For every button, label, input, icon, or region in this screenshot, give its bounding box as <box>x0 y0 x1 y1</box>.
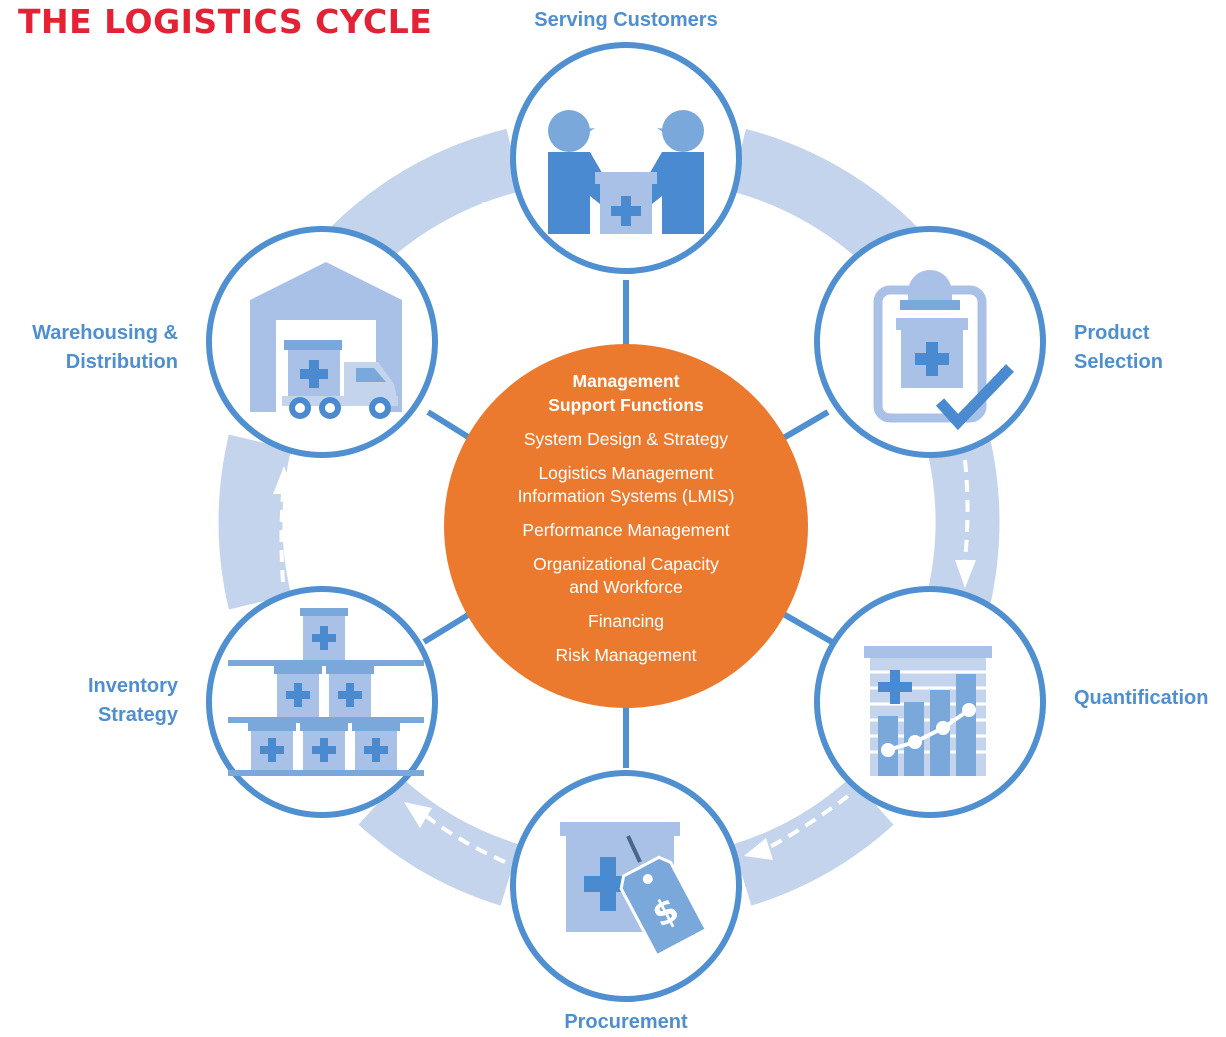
flow-arrow-1 <box>741 195 824 250</box>
node-serving-customers <box>510 42 742 274</box>
function-risk-management: Risk Management <box>555 645 697 665</box>
ring-arc-inventory-to-warehousing <box>218 434 292 610</box>
stage-label-inventory-strategy: Inventory Strategy <box>20 672 178 730</box>
heading-line-1: Management <box>572 371 680 391</box>
warehouse-truck-icon <box>250 262 402 419</box>
inventory-strategy-line-1: Inventory <box>87 675 178 697</box>
ring-arc-quantification-to-procurement <box>732 776 894 906</box>
stacked-boxes-icon <box>228 608 424 776</box>
stage-label-product-selection: Product Selection <box>1074 319 1163 377</box>
function-performance-management: Performance Management <box>522 520 730 540</box>
management-support-text: Management Support Functions System Desi… <box>470 369 782 667</box>
warehousing-line-1: Warehousing & <box>32 322 178 344</box>
inventory-strategy-line-2: Strategy <box>97 704 178 726</box>
ring-arc-warehousing-to-serving <box>330 128 522 274</box>
people-exchanging-box-icon <box>548 110 704 234</box>
product-selection-line-1: Product <box>1074 322 1150 344</box>
heading-line-2: Support Functions <box>548 395 704 415</box>
node-procurement: $ <box>510 770 742 1002</box>
stage-label-warehousing-distribution: Warehousing & Distribution <box>0 319 178 377</box>
clipboard-checkmark-icon <box>873 270 1014 431</box>
flow-arrowheads <box>273 202 976 860</box>
node-inventory-strategy <box>206 586 438 818</box>
ring-arc-procurement-to-inventory <box>358 776 520 906</box>
function-financing: Financing <box>588 611 664 631</box>
flow-arrow-2 <box>963 459 970 561</box>
bar-chart-icon <box>864 646 992 776</box>
procurement-text: Procurement <box>564 1011 688 1033</box>
quantification-text: Quantification <box>1074 687 1209 709</box>
product-selection-line-2: Selection <box>1074 351 1163 373</box>
lmis-line-1: Logistics Management <box>538 463 714 483</box>
stage-label-serving-customers: Serving Customers <box>470 6 782 35</box>
management-support-heading: Management Support Functions <box>470 369 782 417</box>
flow-arrow-3 <box>767 794 850 850</box>
flow-arrow-6 <box>410 211 489 256</box>
node-warehousing-distribution <box>206 226 438 458</box>
org-capacity-line-1: Organizational Capacity <box>533 554 719 574</box>
serving-customers-text: Serving Customers <box>534 9 718 31</box>
function-organizational-capacity: Organizational Capacity and Workforce <box>470 553 782 599</box>
org-capacity-line-2: and Workforce <box>569 577 683 597</box>
flow-arrow-5 <box>279 493 285 583</box>
flow-arrows <box>279 195 970 864</box>
node-quantification <box>814 586 1046 818</box>
stage-label-procurement: Procurement <box>470 1008 782 1037</box>
management-support-circle <box>444 344 808 708</box>
flow-arrow-4 <box>424 814 506 864</box>
warehousing-line-2: Distribution <box>65 351 178 373</box>
node-product-selection <box>814 226 1046 458</box>
function-lmis: Logistics Management Information Systems… <box>470 462 782 508</box>
lmis-line-2: Information Systems (LMIS) <box>517 486 735 506</box>
function-system-design: System Design & Strategy <box>523 429 729 449</box>
stage-label-quantification: Quantification <box>1074 684 1208 713</box>
diagram-title: THE LOGISTICS CYCLE <box>18 2 433 41</box>
ring-arc-serving-to-selection <box>729 129 918 273</box>
price-tag-box-icon: $ <box>560 822 709 958</box>
